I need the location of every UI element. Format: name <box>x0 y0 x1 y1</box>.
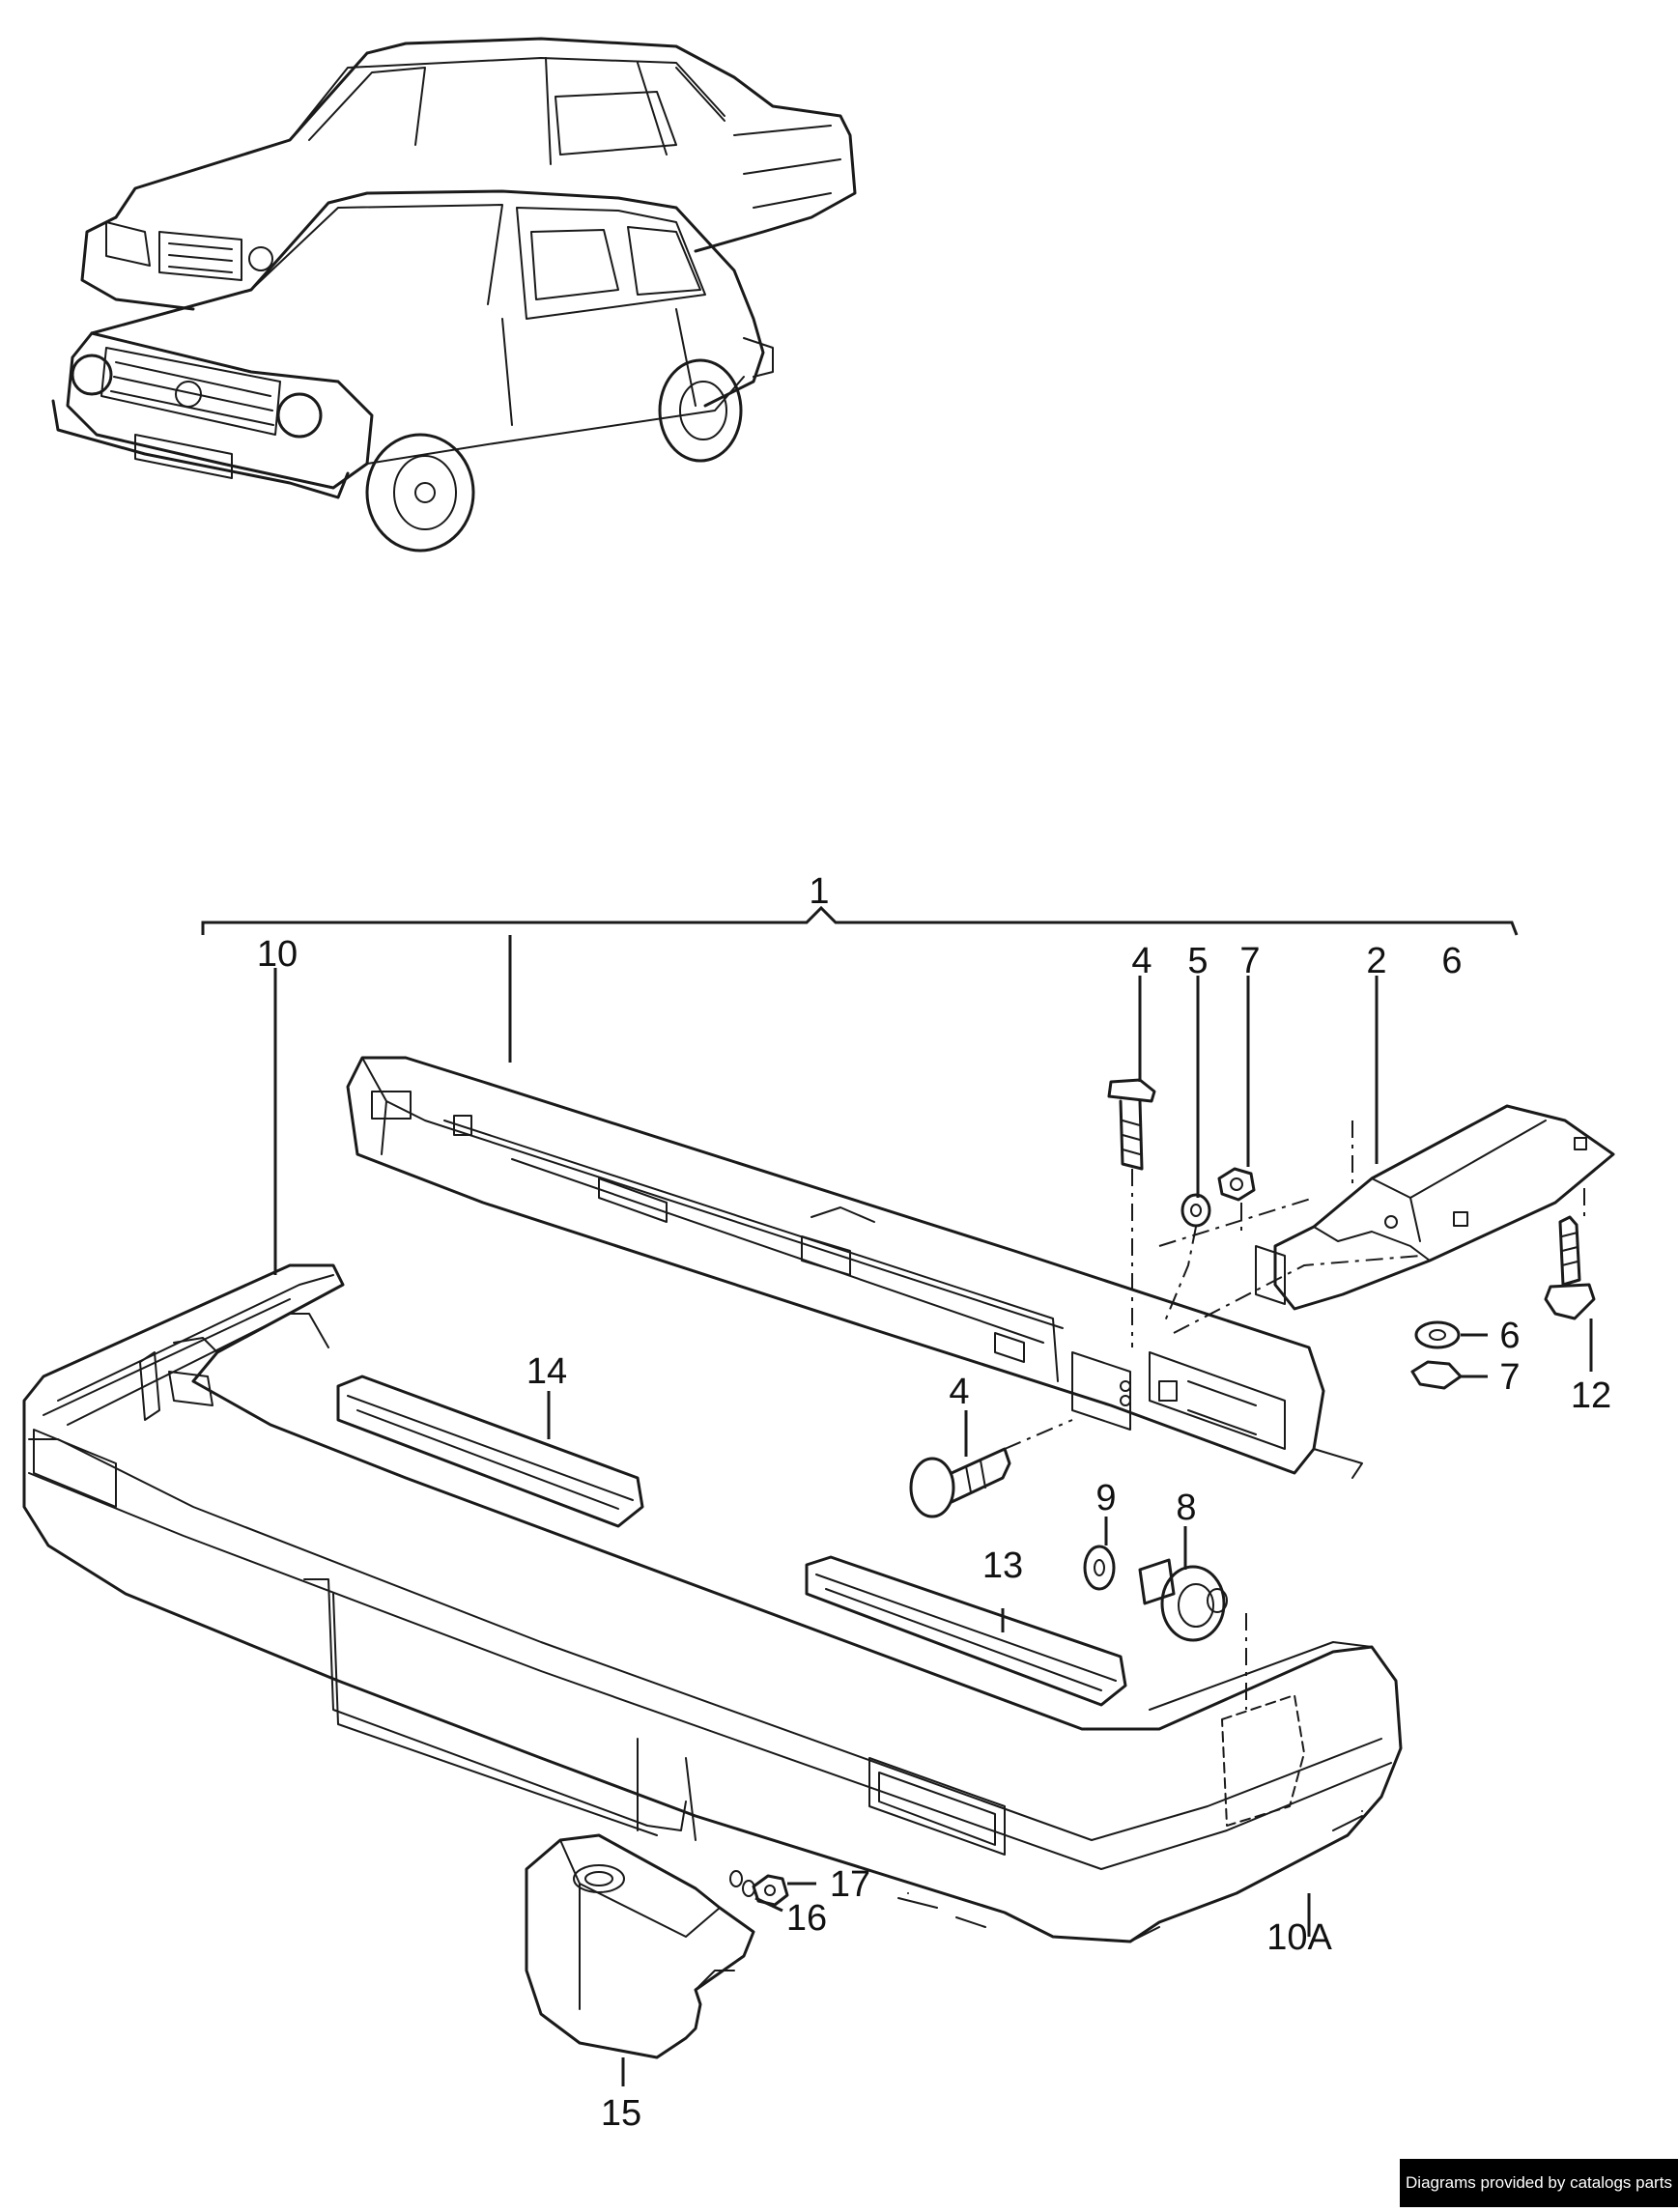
assembly-bracket <box>201 905 1519 936</box>
nut-7-upper <box>1217 1167 1256 1202</box>
callout-2: 2 <box>1366 941 1386 981</box>
callout-15: 15 <box>601 2093 641 2134</box>
callout-1: 1 <box>809 871 829 912</box>
bumper-cover <box>22 1263 1403 1943</box>
callout-17: 17 <box>830 1864 870 1905</box>
callout-7-upper: 7 <box>1239 941 1260 981</box>
car-illustration <box>51 37 857 553</box>
credit-banner: Diagrams provided by catalogs parts <box>1400 2159 1678 2207</box>
hatchback-car <box>51 189 774 553</box>
molding-strip-13 <box>805 1555 1127 1707</box>
callout-10: 10 <box>257 934 298 975</box>
callout-4-upper: 4 <box>1131 941 1152 981</box>
bolt-4-lower <box>909 1447 1011 1518</box>
washer-16 <box>729 1870 755 1897</box>
callout-13: 13 <box>982 1546 1023 1586</box>
callout-14: 14 <box>526 1351 567 1392</box>
callout-10A: 10A <box>1266 1917 1332 1958</box>
callout-9: 9 <box>1095 1478 1116 1518</box>
callout-8: 8 <box>1176 1488 1196 1528</box>
callout-labels: 1 10 4 5 7 2 6 6 7 12 14 4 9 8 13 17 16 … <box>257 871 1611 2134</box>
assembly-lines <box>1004 1120 1585 1710</box>
nut-7-lower <box>1410 1360 1463 1390</box>
callout-6-upper: 6 <box>1441 941 1462 981</box>
bolt-4-upper <box>1107 1078 1156 1171</box>
leader-lines <box>273 935 1593 2086</box>
bumper-reinforcement-beam <box>346 1056 1363 1479</box>
callout-6-lower: 6 <box>1499 1316 1520 1356</box>
callout-16: 16 <box>786 1898 827 1939</box>
molding-strip-14 <box>336 1375 644 1528</box>
callout-5: 5 <box>1187 941 1208 981</box>
callout-4-lower: 4 <box>949 1372 969 1412</box>
callout-7-lower: 7 <box>1499 1357 1520 1398</box>
grommet-8 <box>1138 1558 1228 1642</box>
sedan-car <box>80 37 857 311</box>
washer-6-lower <box>1414 1320 1461 1349</box>
bolt-12 <box>1544 1215 1596 1320</box>
towing-cover-15 <box>525 1833 755 2059</box>
washer-9 <box>1083 1545 1116 1591</box>
washer-5 <box>1180 1193 1211 1228</box>
side-bracket <box>1158 1104 1615 1334</box>
callout-12: 12 <box>1571 1375 1611 1416</box>
